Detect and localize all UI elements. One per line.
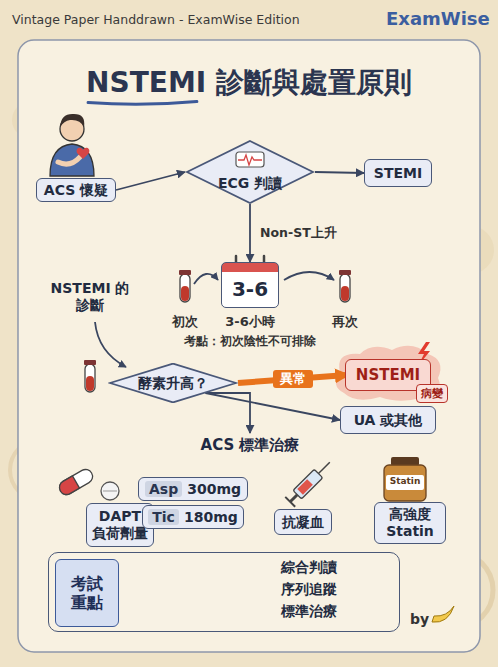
- text-area: DAPT 負荷劑量: [92, 507, 148, 543]
- node-text: STEMI: [374, 165, 422, 182]
- text-wrap: Tic 180mg: [148, 509, 238, 526]
- connector-arrow: [249, 204, 251, 262]
- text-wrap: ECG 判讀: [218, 175, 282, 192]
- result-box: NSTEMI病變: [345, 359, 431, 391]
- text-wrap: Asp 300mg: [145, 481, 241, 498]
- text-wrap: STEMI: [374, 165, 422, 182]
- text-area: 3-6: [226, 273, 274, 305]
- section-label: NSTEMI 的診斷: [48, 280, 132, 314]
- text-wrap: 3-6: [232, 277, 268, 301]
- exam-heading-box: 考試重點: [55, 559, 119, 627]
- text-area: NSTEMI: [351, 363, 425, 387]
- text-wrap: 酵素升高？: [138, 375, 208, 392]
- decision-diamond: ECG 判讀: [185, 140, 315, 204]
- text-area: 高強度 Statin: [380, 506, 440, 540]
- text-wrap: UA 或其他: [354, 412, 423, 429]
- ecg-icon: [235, 151, 265, 168]
- text-area: UA 或其他: [346, 410, 430, 430]
- time-label: 初次: [168, 314, 202, 330]
- node-text: ACS 懷疑: [44, 182, 108, 199]
- edge-label: 異常: [273, 370, 313, 388]
- dose-value: 300mg: [187, 481, 241, 497]
- lesion-tag: 病變: [416, 384, 448, 403]
- node-text: UA 或其他: [354, 412, 423, 429]
- result-box: STEMI: [364, 159, 432, 187]
- treatment-box: 抗凝血: [274, 509, 332, 535]
- node-text: 酵素升高？: [138, 375, 208, 392]
- drug-name: Tic: [148, 509, 179, 525]
- node-text: 抗凝血: [282, 514, 324, 531]
- drug-name: Asp: [145, 481, 182, 497]
- text-wrap: 抗凝血: [282, 514, 324, 531]
- dose-box: Asp 300mg: [138, 477, 248, 501]
- text-area: STEMI: [370, 163, 426, 183]
- edge-label: Non-ST上升: [258, 225, 339, 241]
- header-note: Vintage Paper Handdrawn - ExamWise Editi…: [12, 12, 332, 27]
- exam-point: 標準治療: [281, 603, 337, 621]
- time-label: 再次: [328, 314, 362, 330]
- text-wrap: DAPT 負荷劑量: [92, 508, 148, 542]
- dose-box: Tic 180mg: [142, 505, 244, 529]
- text-area: Asp 300mg: [144, 481, 242, 497]
- calendar-box: 3-6: [221, 262, 279, 308]
- diamond-outline: [185, 140, 315, 204]
- connector-arrow: [206, 393, 251, 433]
- title: NSTEMI 診斷與處置原則: [86, 66, 412, 100]
- exam-point: 綜合判讀: [281, 559, 337, 577]
- node-text: 考試重點: [70, 574, 104, 612]
- text-wrap: 考試重點: [70, 574, 104, 612]
- text-area: ACS 懷疑: [42, 182, 110, 198]
- decision-diamond: 酵素升高？: [108, 363, 238, 403]
- exam-point: 序列追蹤: [281, 581, 337, 599]
- process-box: ACS 懷疑: [36, 178, 116, 202]
- node-text: NSTEMI: [356, 366, 420, 384]
- text-area: 酵素升高？: [134, 370, 212, 396]
- time-label: 3-6小時: [212, 314, 288, 330]
- connector-arrow: [206, 393, 341, 420]
- title-underline: [88, 102, 197, 105]
- brand-name: ExamWise: [386, 8, 486, 30]
- node-text: 高強度 Statin: [380, 506, 440, 540]
- node-text: DAPT 負荷劑量: [92, 508, 148, 542]
- text-wrap: NSTEMI: [356, 366, 420, 384]
- result-box: UA 或其他: [340, 406, 436, 434]
- text-wrap: 高強度 Statin: [380, 506, 440, 540]
- text-wrap: ACS 懷疑: [44, 182, 108, 199]
- connector-arrow: [315, 172, 364, 173]
- treatment-box: 高強度 Statin: [374, 502, 446, 544]
- node-text: ECG 判讀: [218, 175, 282, 192]
- dose-value: 180mg: [184, 509, 238, 525]
- text-area: 抗凝血: [280, 513, 326, 531]
- node-text: ACS 標準治療: [201, 436, 300, 454]
- bottle-label: Statin: [386, 476, 424, 487]
- exam-note: 考點：初次陰性不可排除: [140, 334, 360, 348]
- signature: by: [410, 611, 432, 628]
- text-area: ACS 標準治療: [195, 436, 305, 454]
- text-area: Tic 180mg: [148, 509, 238, 525]
- text-wrap: ACS 標準治療: [201, 436, 300, 454]
- section-heading: ACS 標準治療: [190, 433, 310, 457]
- text-area: 考試重點: [70, 563, 104, 623]
- exam-panel: 綜合判讀序列追蹤標準治療 考試重點: [48, 552, 400, 632]
- connector-arrow: [116, 172, 185, 190]
- node-text: 3-6: [232, 277, 268, 301]
- text-area: ECG 判讀: [214, 168, 287, 199]
